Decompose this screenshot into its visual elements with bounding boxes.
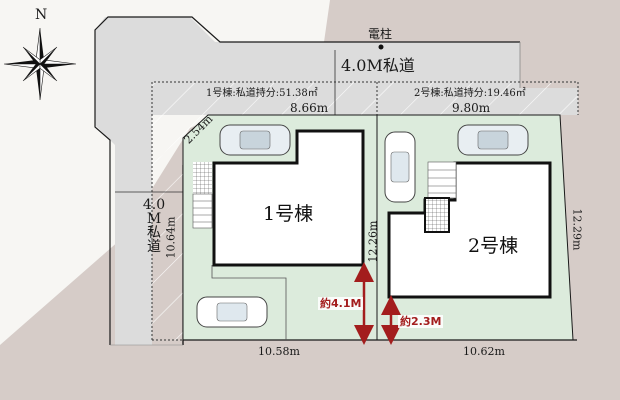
building-2-label: 2号棟 (468, 235, 519, 257)
north-label: N (35, 7, 48, 23)
lot2-road-share: 2号棟:私道持分:19.46㎡ (414, 88, 526, 99)
lot1-frontage: 8.66m (290, 101, 329, 115)
left-road-label-line: 道 (147, 239, 161, 255)
lot2-frontage: 9.80m (452, 101, 491, 115)
building-1 (192, 129, 365, 340)
lot1-right-depth: 12.26m (366, 220, 380, 263)
lot1-setback-label: 約4.1M (318, 297, 364, 310)
left-road-label-line: 4.0 (142, 197, 166, 213)
lot1-left-depth: 10.64m (164, 216, 178, 259)
road-share-area (115, 50, 579, 341)
building-1-label: 1号棟 (263, 203, 314, 225)
left-road-label: 4.0 M 私 道 (140, 198, 168, 254)
building-2 (387, 161, 552, 299)
utility-pole-icon (378, 44, 384, 50)
left-road-label-line: 私 (147, 225, 161, 241)
top-road-label: 4.0M私道 (341, 56, 415, 75)
car-icon (384, 131, 416, 203)
utility-pole-label: 電柱 (368, 27, 393, 41)
car-icon (457, 124, 529, 156)
lot1-road-share: 1号棟:私道持分:51.38㎡ (206, 88, 318, 99)
lot2-bottom-width: 10.62m (463, 345, 505, 358)
car-icon (219, 124, 291, 156)
lot2-setback-label: 約2.3M (398, 315, 444, 328)
left-road-label-line: M (146, 211, 162, 227)
lot1-bottom-width: 10.58m (258, 345, 300, 358)
car-icon (196, 296, 268, 328)
lot2-right-depth: 12.29m (570, 208, 584, 251)
compass-rose-icon (3, 27, 77, 101)
